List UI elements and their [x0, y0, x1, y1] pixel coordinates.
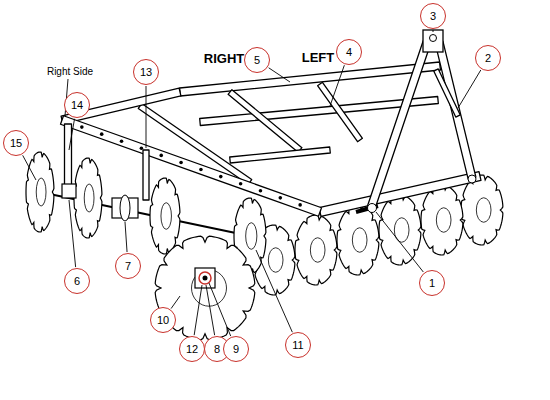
leader-line: [146, 86, 147, 148]
axle-end: [203, 276, 208, 281]
side-heading: LEFT: [300, 50, 337, 65]
harrow-disc: [150, 178, 180, 254]
bolt: [279, 196, 283, 200]
leader-line: [433, 30, 434, 32]
callout-number: 3: [420, 3, 446, 29]
bolt: [239, 182, 243, 186]
leader-line: [171, 296, 180, 309]
bolt: [120, 139, 124, 143]
disc-dish: [84, 184, 94, 212]
leader-line: [209, 283, 231, 336]
harrow-disc: [295, 215, 337, 285]
callout-number: 6: [64, 268, 90, 294]
leader-line: [330, 65, 344, 106]
leader-line: [458, 70, 481, 108]
callout-number: 14: [64, 92, 90, 118]
leader-line: [194, 285, 202, 335]
callout-number: 5: [244, 47, 270, 73]
frame-bar: [61, 88, 181, 124]
frame-strut: [230, 147, 331, 163]
bolt: [179, 161, 183, 165]
leader-line: [69, 200, 76, 267]
top-frame-bar: [180, 62, 441, 96]
disc-dish: [36, 178, 46, 206]
harrow-disc: [379, 195, 421, 265]
callout-number: 15: [3, 130, 29, 156]
disc-dish: [310, 238, 325, 263]
gang-bearing: [62, 184, 76, 198]
bolt: [259, 189, 263, 193]
disc-dish: [352, 228, 367, 253]
frame-strut: [318, 82, 363, 141]
top-link-pin: [430, 35, 437, 42]
bolt: [199, 168, 203, 172]
gang-hanger: [65, 124, 72, 186]
leader-line: [125, 222, 127, 252]
harrow-disc: [74, 158, 102, 238]
leader-line: [256, 250, 292, 332]
hitch-pin-head: [468, 175, 476, 183]
leader-line: [69, 119, 75, 150]
disc-dish: [476, 198, 491, 223]
bolt: [80, 125, 84, 129]
callout-number: 4: [336, 39, 362, 65]
callout-number: 7: [115, 253, 141, 279]
callout-number: 12: [179, 336, 205, 362]
frame-strut: [228, 90, 302, 153]
hitch-pin-head: [368, 204, 377, 213]
callout-number: 10: [150, 307, 176, 333]
harrow-disc: [337, 205, 379, 275]
disc-dish: [268, 248, 283, 273]
harrow-disc: [26, 152, 54, 232]
frame-bar: [319, 172, 481, 217]
leader-line: [269, 68, 290, 82]
callout-number: 13: [133, 59, 159, 85]
gang-hanger: [143, 150, 149, 200]
callout-number: 2: [475, 45, 501, 71]
callout-number: 11: [285, 332, 311, 358]
callout-number: 1: [419, 270, 445, 296]
bolt: [219, 175, 223, 179]
mast-brace: [434, 69, 461, 117]
side-label: Right Side: [45, 66, 95, 78]
top-link-plates: [423, 30, 443, 52]
side-heading: RIGHT: [202, 51, 246, 66]
spool-end: [120, 195, 130, 221]
disc-dish: [436, 208, 451, 233]
harrow-disc: [461, 175, 503, 245]
bolt: [298, 203, 302, 207]
axle-nut: [199, 272, 211, 284]
disc-dish: [246, 223, 257, 250]
square-hub: [195, 268, 215, 288]
callout-number: 9: [223, 336, 249, 362]
mast-leg: [367, 41, 431, 210]
disc-dish: [161, 203, 172, 230]
harrow-disc: [421, 185, 463, 255]
leader-line: [23, 155, 36, 180]
leader-line: [376, 212, 423, 272]
bolt: [159, 154, 163, 158]
bolt: [100, 132, 104, 136]
